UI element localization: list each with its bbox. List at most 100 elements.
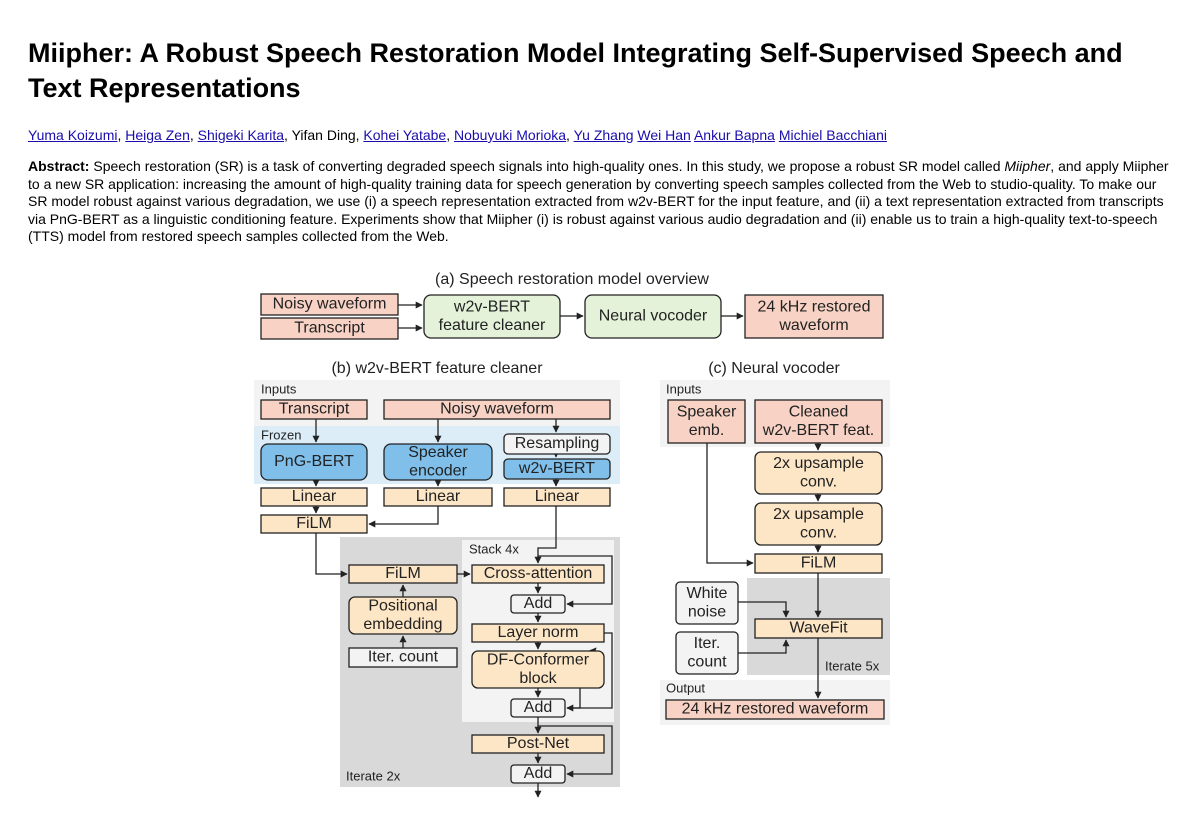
resampling-block-shape bbox=[503, 433, 611, 455]
upsample-conv-2-shape bbox=[754, 502, 883, 546]
author-yifan-ding: Yifan Ding bbox=[291, 127, 356, 143]
add-after-attention: Add bbox=[510, 594, 566, 614]
cleaned-feat-input-shape bbox=[754, 399, 883, 444]
overview-output-shape bbox=[744, 294, 884, 339]
overview-noisy-waveform-label: Noisy waveform bbox=[273, 296, 387, 313]
vocoder-iterate-label: Iterate 5x bbox=[825, 658, 880, 673]
overview-transcript-shape bbox=[260, 317, 399, 340]
cleaner-film-outer-shape bbox=[260, 514, 368, 534]
cleaner-linear-speaker-shape bbox=[383, 487, 493, 507]
author-shigeki-karita[interactable]: Shigeki Karita bbox=[197, 127, 285, 143]
caption-cleaner: (b) w2v-BERT feature cleaner bbox=[331, 360, 543, 377]
pngbert-block-shape bbox=[260, 443, 368, 481]
speaker-emb-input-shape bbox=[667, 399, 746, 444]
cleaner-film-inner: FiLM bbox=[348, 564, 458, 584]
cleaner-noisy-waveform-label: Noisy waveform bbox=[440, 401, 554, 418]
author-nobuyuki-morioka[interactable]: Nobuyuki Morioka bbox=[453, 127, 567, 143]
cleaner-transcript: Transcript bbox=[260, 399, 368, 420]
resampling-block: Resampling bbox=[503, 433, 611, 455]
author-heiga-zen[interactable]: Heiga Zen bbox=[125, 127, 190, 143]
layer-norm-block-shape bbox=[471, 623, 605, 643]
paper-title: Miipher: A Robust Speech Restoration Mod… bbox=[28, 38, 1123, 103]
vocoder-output-shape bbox=[665, 699, 885, 720]
vocoder-film-label: FiLM bbox=[801, 555, 837, 572]
edge-residual-postnet bbox=[538, 725, 613, 778]
postnet-block-shape bbox=[471, 734, 605, 754]
author-kohei-yatabe[interactable]: Kohei Yatabe bbox=[363, 127, 447, 143]
positional-embedding-block-label: embedding bbox=[363, 616, 442, 633]
upsample-conv-2-label: 2x upsample bbox=[773, 506, 864, 523]
cleaner-frozen-label: Frozen bbox=[261, 427, 301, 442]
w2vbert-block-label: w2v-BERT bbox=[518, 460, 595, 477]
cleaned-feat-input-label: w2v-BERT feat. bbox=[762, 422, 874, 439]
overview-feature-cleaner-label: w2v-BERT bbox=[453, 299, 530, 316]
cleaner-film-inner-label: FiLM bbox=[385, 565, 421, 582]
overview-output-label: 24 kHz restored bbox=[758, 299, 871, 316]
positional-embedding-block-label: Positional bbox=[368, 598, 437, 615]
author-ankur-bapna[interactable]: Ankur Bapna bbox=[693, 127, 775, 143]
white-noise-input-shape bbox=[675, 581, 739, 625]
cleaner-inputs-label: Inputs bbox=[261, 381, 297, 396]
vocoder-inputs-label: Inputs bbox=[666, 381, 702, 396]
cleaner-film-inner-shape bbox=[348, 564, 458, 584]
author-michiel-bacchiani[interactable]: Michiel Bacchiani bbox=[778, 127, 887, 143]
add-after-postnet: Add bbox=[510, 764, 566, 784]
author-yu-zhang[interactable]: Yu Zhang bbox=[573, 127, 634, 143]
resampling-block-label: Resampling bbox=[515, 435, 599, 452]
overview-transcript: Transcript bbox=[260, 317, 399, 340]
author-wei-han[interactable]: Wei Han bbox=[637, 127, 691, 143]
cleaner-linear-text-label: Linear bbox=[292, 488, 337, 505]
edge-residual-conformer bbox=[566, 632, 613, 712]
vocoder-output-label: 24 kHz restored waveform bbox=[682, 701, 869, 718]
speaker-emb-input-label: Speaker bbox=[677, 404, 737, 421]
cleaner-linear-audio: Linear bbox=[503, 487, 611, 507]
overview-feature-cleaner-shape bbox=[423, 294, 561, 339]
vocoder-iter-count-label: Iter. bbox=[694, 635, 721, 652]
wavefit-block-shape bbox=[754, 618, 883, 639]
cleaner-iter-count-shape bbox=[348, 647, 458, 668]
abstract-text-2: , and apply Miipher to a new SR applicat… bbox=[28, 158, 1169, 244]
caption-overview: (a) Speech restoration model overview bbox=[435, 271, 709, 288]
cleaner-linear-audio-shape bbox=[503, 487, 611, 507]
speaker-encoder-block-label: Speaker bbox=[408, 444, 468, 461]
cleaner-linear-text-shape bbox=[260, 487, 368, 507]
abstract-label: Abstract: bbox=[28, 158, 90, 174]
add-after-attention-shape bbox=[510, 594, 566, 614]
upsample-conv-2-label: conv. bbox=[800, 524, 837, 541]
overview-transcript-label: Transcript bbox=[294, 320, 365, 337]
df-conformer-block-label: block bbox=[519, 670, 557, 687]
overview-noisy-waveform-shape bbox=[260, 293, 399, 316]
overview-neural-vocoder-shape bbox=[584, 294, 722, 339]
cleaner-linear-speaker: Linear bbox=[383, 487, 493, 507]
df-conformer-block-shape bbox=[471, 650, 605, 689]
author-list: Yuma Koizumi, Heiga Zen, Shigeki Karita,… bbox=[28, 127, 887, 143]
add-after-attention-label: Add bbox=[524, 595, 552, 612]
pngbert-block: PnG-BERT bbox=[260, 443, 368, 481]
pngbert-block-label: PnG-BERT bbox=[274, 453, 354, 470]
overview-neural-vocoder-label: Neural vocoder bbox=[599, 308, 708, 325]
vocoder-film-shape bbox=[754, 553, 883, 574]
cleaner-linear-text: Linear bbox=[260, 487, 368, 507]
layer-norm-block-label: Layer norm bbox=[498, 624, 579, 641]
overview-feature-cleaner-label: feature cleaner bbox=[439, 317, 546, 334]
overview-noisy-waveform: Noisy waveform bbox=[260, 293, 399, 316]
cleaner-transcript-label: Transcript bbox=[279, 401, 350, 418]
overview-neural-vocoder: Neural vocoder bbox=[584, 294, 722, 339]
cross-attention-block-shape bbox=[471, 564, 605, 584]
overview-output-label: waveform bbox=[778, 317, 848, 334]
vocoder-output: 24 kHz restored waveform bbox=[665, 699, 885, 720]
speaker-emb-input-label: emb. bbox=[689, 422, 725, 439]
cross-attention-block: Cross-attention bbox=[471, 564, 605, 584]
abstract: Abstract: Speech restoration (SR) is a t… bbox=[28, 158, 1173, 246]
author-yuma-koizumi[interactable]: Yuma Koizumi bbox=[28, 127, 118, 143]
